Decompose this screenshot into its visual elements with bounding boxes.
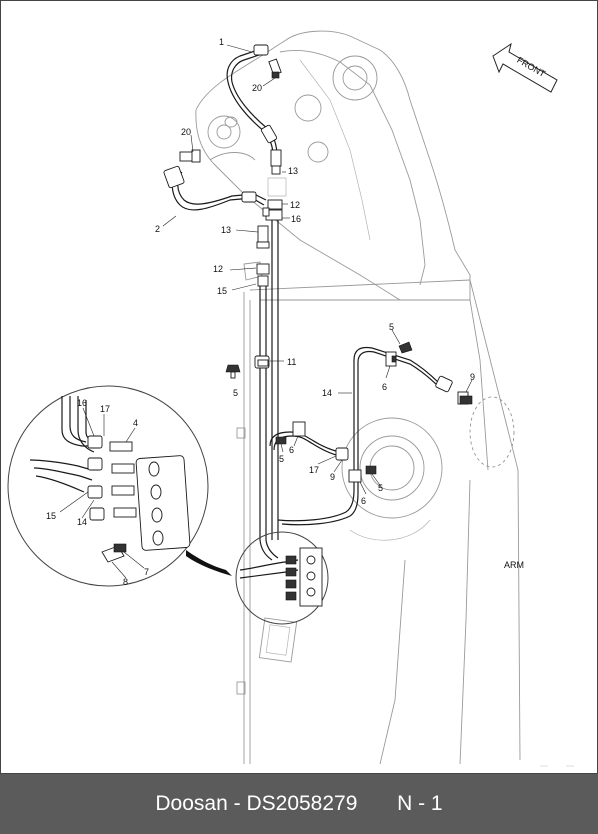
callout-9-upper: 9 <box>470 372 475 382</box>
bolt-5-middle <box>275 436 287 445</box>
callout-17-detail: 17 <box>100 404 110 414</box>
clamp-6-upper <box>385 351 397 367</box>
callout-4: 4 <box>133 418 138 428</box>
adapter-20-upper <box>268 58 282 79</box>
callout-16-detail: 16 <box>77 398 87 408</box>
callout-5-lower: 5 <box>378 483 383 493</box>
callout-12-lower: 12 <box>213 264 223 274</box>
callout-6-upper: 6 <box>382 382 387 392</box>
hydraulic-piping-exploded-diagram: FRONT <box>0 0 598 774</box>
callout-15-upper: 15 <box>217 286 227 296</box>
callout-5-middle: 5 <box>279 454 284 464</box>
callout-15-detail: 15 <box>46 511 56 521</box>
bolt-5-left <box>225 364 241 379</box>
callout-13-lower: 13 <box>221 225 231 235</box>
clamp-11 <box>254 355 270 369</box>
arm-outline <box>236 177 521 765</box>
leader-lines <box>59 44 473 579</box>
callout-12-upper: 12 <box>290 200 300 210</box>
clamp-6-middle <box>292 421 306 437</box>
callout-2: 2 <box>155 224 160 234</box>
fitting-stack-upper <box>262 149 283 221</box>
footer-brand: Doosan <box>155 792 228 815</box>
footer-caption: Doosan - DS2058279 N - 1 <box>0 774 598 834</box>
detail-circle-small <box>235 531 329 625</box>
callout-5-upper: 5 <box>389 322 394 332</box>
fitting-stack-lower <box>256 225 270 287</box>
callout-20-upper: 20 <box>252 83 262 93</box>
bolt-5-lower <box>365 465 377 475</box>
callout-6-middle: 6 <box>289 445 294 455</box>
callout-numbers: 1 20 20 2 13 12 16 13 12 15 11 5 5 6 14 … <box>46 37 524 587</box>
callout-6-lower: 6 <box>361 496 366 506</box>
drawing-frame <box>0 0 598 774</box>
callout-17-main: 17 <box>309 465 319 475</box>
footer-page: N - 1 <box>397 792 443 815</box>
boom-outline <box>195 30 471 301</box>
bolt-5-upper <box>398 341 413 354</box>
front-direction-arrow: FRONT <box>492 42 558 93</box>
arm-label: ARM <box>504 560 524 570</box>
footer-separator: - <box>233 792 241 815</box>
callout-14-detail: 14 <box>77 517 87 527</box>
hidden-port-outline <box>469 396 515 468</box>
hose-2 <box>163 165 267 211</box>
callout-11: 11 <box>287 357 296 367</box>
callout-8: 8 <box>123 577 128 587</box>
hose-1 <box>226 44 278 153</box>
callout-9-lower: 9 <box>330 472 335 482</box>
magnifier-pointer <box>186 550 232 576</box>
hose-14 <box>277 346 453 526</box>
detail-circle-large <box>7 385 209 587</box>
footer-bar: Doosan - DS2058279 N - 1 <box>0 774 598 834</box>
callout-20-left: 20 <box>181 127 191 137</box>
callout-14-main: 14 <box>322 388 332 398</box>
footer-part-number: DS2058279 <box>246 792 358 815</box>
elbow-9-upper <box>457 391 473 405</box>
callout-1: 1 <box>219 37 224 47</box>
callout-7: 7 <box>144 567 149 577</box>
clamp-6-lower <box>348 469 362 483</box>
vertical-hose-bundle <box>259 220 279 561</box>
callout-16-upper: 16 <box>291 214 301 224</box>
callout-13-upper: 13 <box>288 166 298 176</box>
adapter-20-left <box>179 149 201 163</box>
callout-5-left: 5 <box>233 388 238 398</box>
